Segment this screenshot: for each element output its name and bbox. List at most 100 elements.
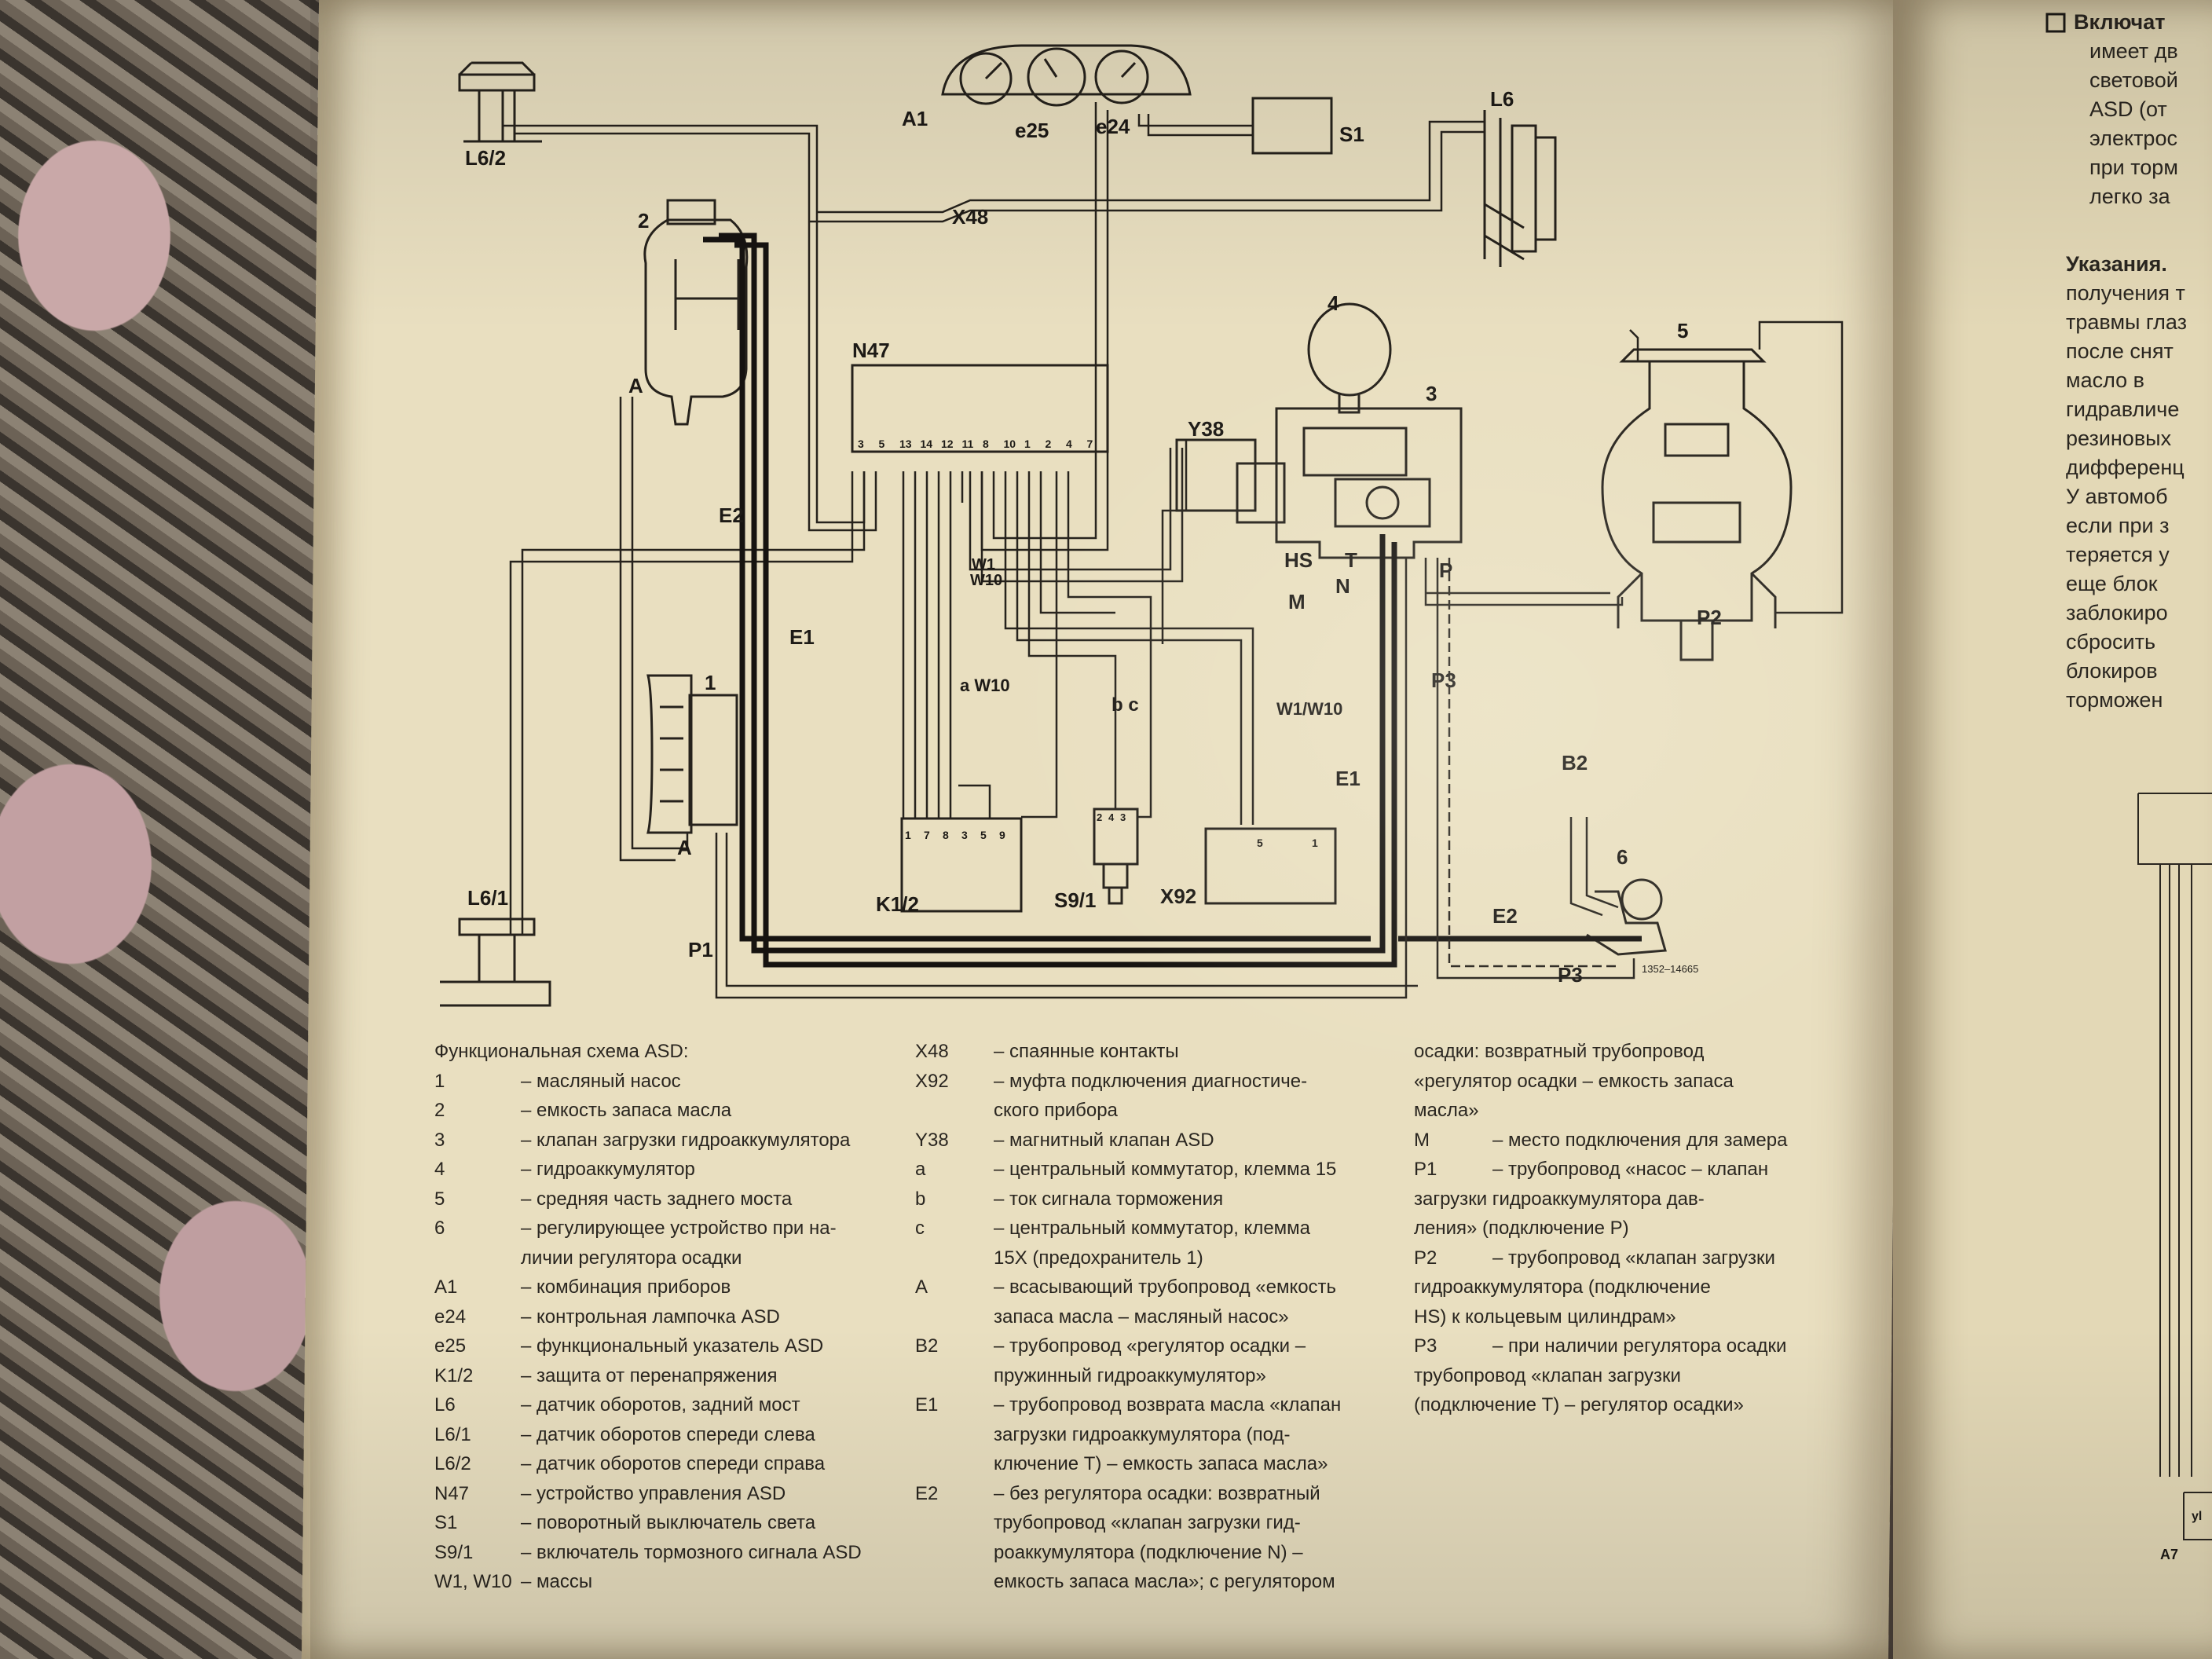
caption-text: – массы (521, 1571, 593, 1592)
caption-text: роаккумулятора (подключение N) – (994, 1541, 1303, 1563)
caption-code: E1 (915, 1394, 939, 1415)
n47_pins-pin-7: 10 (1004, 438, 1016, 450)
caption-entry: c– центральный коммутатор, клемма (915, 1214, 1402, 1243)
label-b2: B2 (1562, 751, 1588, 775)
caption-entry: L6/1– датчик оборотов спереди слева (434, 1420, 906, 1450)
caption-entry: запаса масла – масляный насос» (915, 1302, 1402, 1332)
label-a1: A1 (902, 107, 928, 130)
caption-entry: E2– без регулятора осадки: возвратный (915, 1479, 1402, 1509)
caption-entry: S9/1– включатель тормозного сигнала ASD (434, 1538, 906, 1568)
caption-entry: X92– муфта подключения диагностиче- (915, 1067, 1402, 1097)
right-page-line: световой (2089, 68, 2178, 92)
caption-text: – спаянные контакты (994, 1041, 1179, 1062)
label-p: P (1439, 558, 1452, 582)
label-3: 3 (1426, 382, 1437, 405)
right-page-line: торможен (2066, 688, 2163, 712)
caption-entry: HS) к кольцевым цилиндрам» (1414, 1302, 1901, 1332)
right-page-line: если при з (2066, 514, 2170, 537)
valve-block-3-y38-drawing (1175, 407, 1463, 559)
caption-text: пружинный гидроаккумулятор» (994, 1364, 1266, 1386)
caption-code: P3 (1414, 1335, 1437, 1357)
caption-text: осадки: возвратный трубопровод (1414, 1041, 1705, 1062)
caption-code: 2 (434, 1100, 445, 1121)
label-m: M (1288, 590, 1306, 613)
caption-text: HS) к кольцевым цилиндрам» (1414, 1306, 1676, 1328)
sensor-l6-1-drawing (440, 917, 551, 1007)
label-w10: W10 (970, 572, 1002, 589)
caption-entry: 1– масляный насос (434, 1067, 906, 1097)
figure-reference: 1352–14665 (1642, 963, 1698, 975)
label-6: 6 (1617, 845, 1628, 869)
right-page-line: получения т (2066, 281, 2185, 305)
caption-text: «регулятор осадки – емкость запаса (1414, 1070, 1734, 1092)
caption-code: X48 (915, 1041, 949, 1062)
caption-text: 15X (предохранитель 1) (994, 1247, 1203, 1269)
caption-entry: B2 – трубопровод «регулятор осадки – (915, 1331, 1402, 1361)
caption-entry: гидроаккумулятора (подключение (1414, 1273, 1901, 1302)
caption-entry: 3– клапан загрузки гидроаккумулятора (434, 1126, 906, 1155)
caption-text: – трубопровод «клапан загрузки (1492, 1247, 1775, 1269)
caption-text: – защита от перенапряжения (521, 1364, 778, 1386)
right-page-line: легко за (2089, 185, 2170, 208)
label-hs: HS (1284, 548, 1313, 572)
caption-text: – регулирующее устройство при на- (521, 1218, 837, 1239)
light-switch-s1-box (1251, 97, 1333, 155)
label-yl: yl (2192, 1510, 2202, 1523)
caption-entry: (подключение T) – регулятор осадки» (1414, 1390, 1901, 1420)
caption-code: 4 (434, 1159, 445, 1180)
caption-text: – при наличии регулятора осадки (1492, 1335, 1787, 1357)
right-page-line: теряется у (2066, 543, 2170, 566)
n47_pins-pin-2: 13 (899, 438, 912, 450)
caption-entry: b– ток сигнала торможения (915, 1185, 1402, 1214)
right-page-line: У автомоб (2066, 485, 2168, 508)
label-y38: Y38 (1188, 417, 1224, 441)
caption-entry: X48 – спаянные контакты (915, 1037, 1402, 1067)
label-a-suction: A (628, 374, 643, 397)
tablecloth-background (0, 0, 338, 1659)
k12_pins-pin-4: 5 (980, 829, 987, 841)
s91_pins-pin-1: 4 (1108, 811, 1115, 823)
caption-text: личии регулятора осадки (521, 1247, 742, 1269)
right-page-line: травмы глаз (2066, 310, 2188, 334)
n47_pins-pin-1: 5 (879, 438, 885, 450)
label-s9-1: S9/1 (1054, 888, 1097, 912)
caption-entry: пружинный гидроаккумулятор» (915, 1361, 1402, 1391)
right-page-line: заблокиро (2066, 601, 2168, 624)
caption-entry: 2– емкость запаса масла (434, 1096, 906, 1126)
right-page-line: при торм (2089, 156, 2178, 179)
label-w1: W1 (972, 556, 995, 573)
caption-text: – трубопровод «регулятор осадки – (994, 1335, 1306, 1357)
caption-text: запаса масла – масляный насос» (994, 1306, 1289, 1328)
right-page-line: электрос (2089, 126, 2177, 150)
caption-code: S1 (434, 1512, 458, 1533)
caption-code: P2 (1414, 1247, 1437, 1269)
rear-axle-5-drawing (1601, 348, 1793, 661)
caption-text: – масляный насос (521, 1070, 681, 1092)
caption-text: – магнитный клапан ASD (994, 1129, 1214, 1151)
caption-text: – центральный коммутатор, клемма 15 (994, 1159, 1337, 1180)
sensor-l6-drawing (1483, 110, 1557, 267)
caption-title: Функциональная схема ASD: (434, 1041, 689, 1062)
right-figure-a7 (2137, 793, 2212, 1540)
caption-code: L6/2 (434, 1453, 471, 1474)
n47_pins-pin-9: 2 (1046, 438, 1052, 450)
label-5: 5 (1677, 319, 1688, 342)
caption-code: B2 (915, 1335, 939, 1357)
caption-text: – трубопровод «насос – клапан (1492, 1159, 1769, 1180)
label-p2: P2 (1697, 606, 1722, 629)
caption-entry: трубопровод «клапан загрузки (1414, 1361, 1901, 1391)
caption-entry: роаккумулятора (подключение N) – (915, 1538, 1402, 1568)
caption-entry: P3 – при наличии регулятора осадки (1414, 1331, 1901, 1361)
oil-pump-1-drawing (646, 674, 738, 834)
right-checkbox-text: Включат (2074, 10, 2166, 34)
caption-text: ления» (подключение P) (1414, 1218, 1629, 1239)
label-e24: e24 (1096, 115, 1130, 138)
caption-code: A (915, 1276, 928, 1298)
s91_pins-pin-0: 2 (1097, 811, 1102, 823)
right-page-line: после снят (2066, 339, 2174, 363)
caption-text: емкость запаса масла»; с регулятором (994, 1571, 1335, 1592)
n47_pins-pin-4: 12 (941, 438, 954, 450)
